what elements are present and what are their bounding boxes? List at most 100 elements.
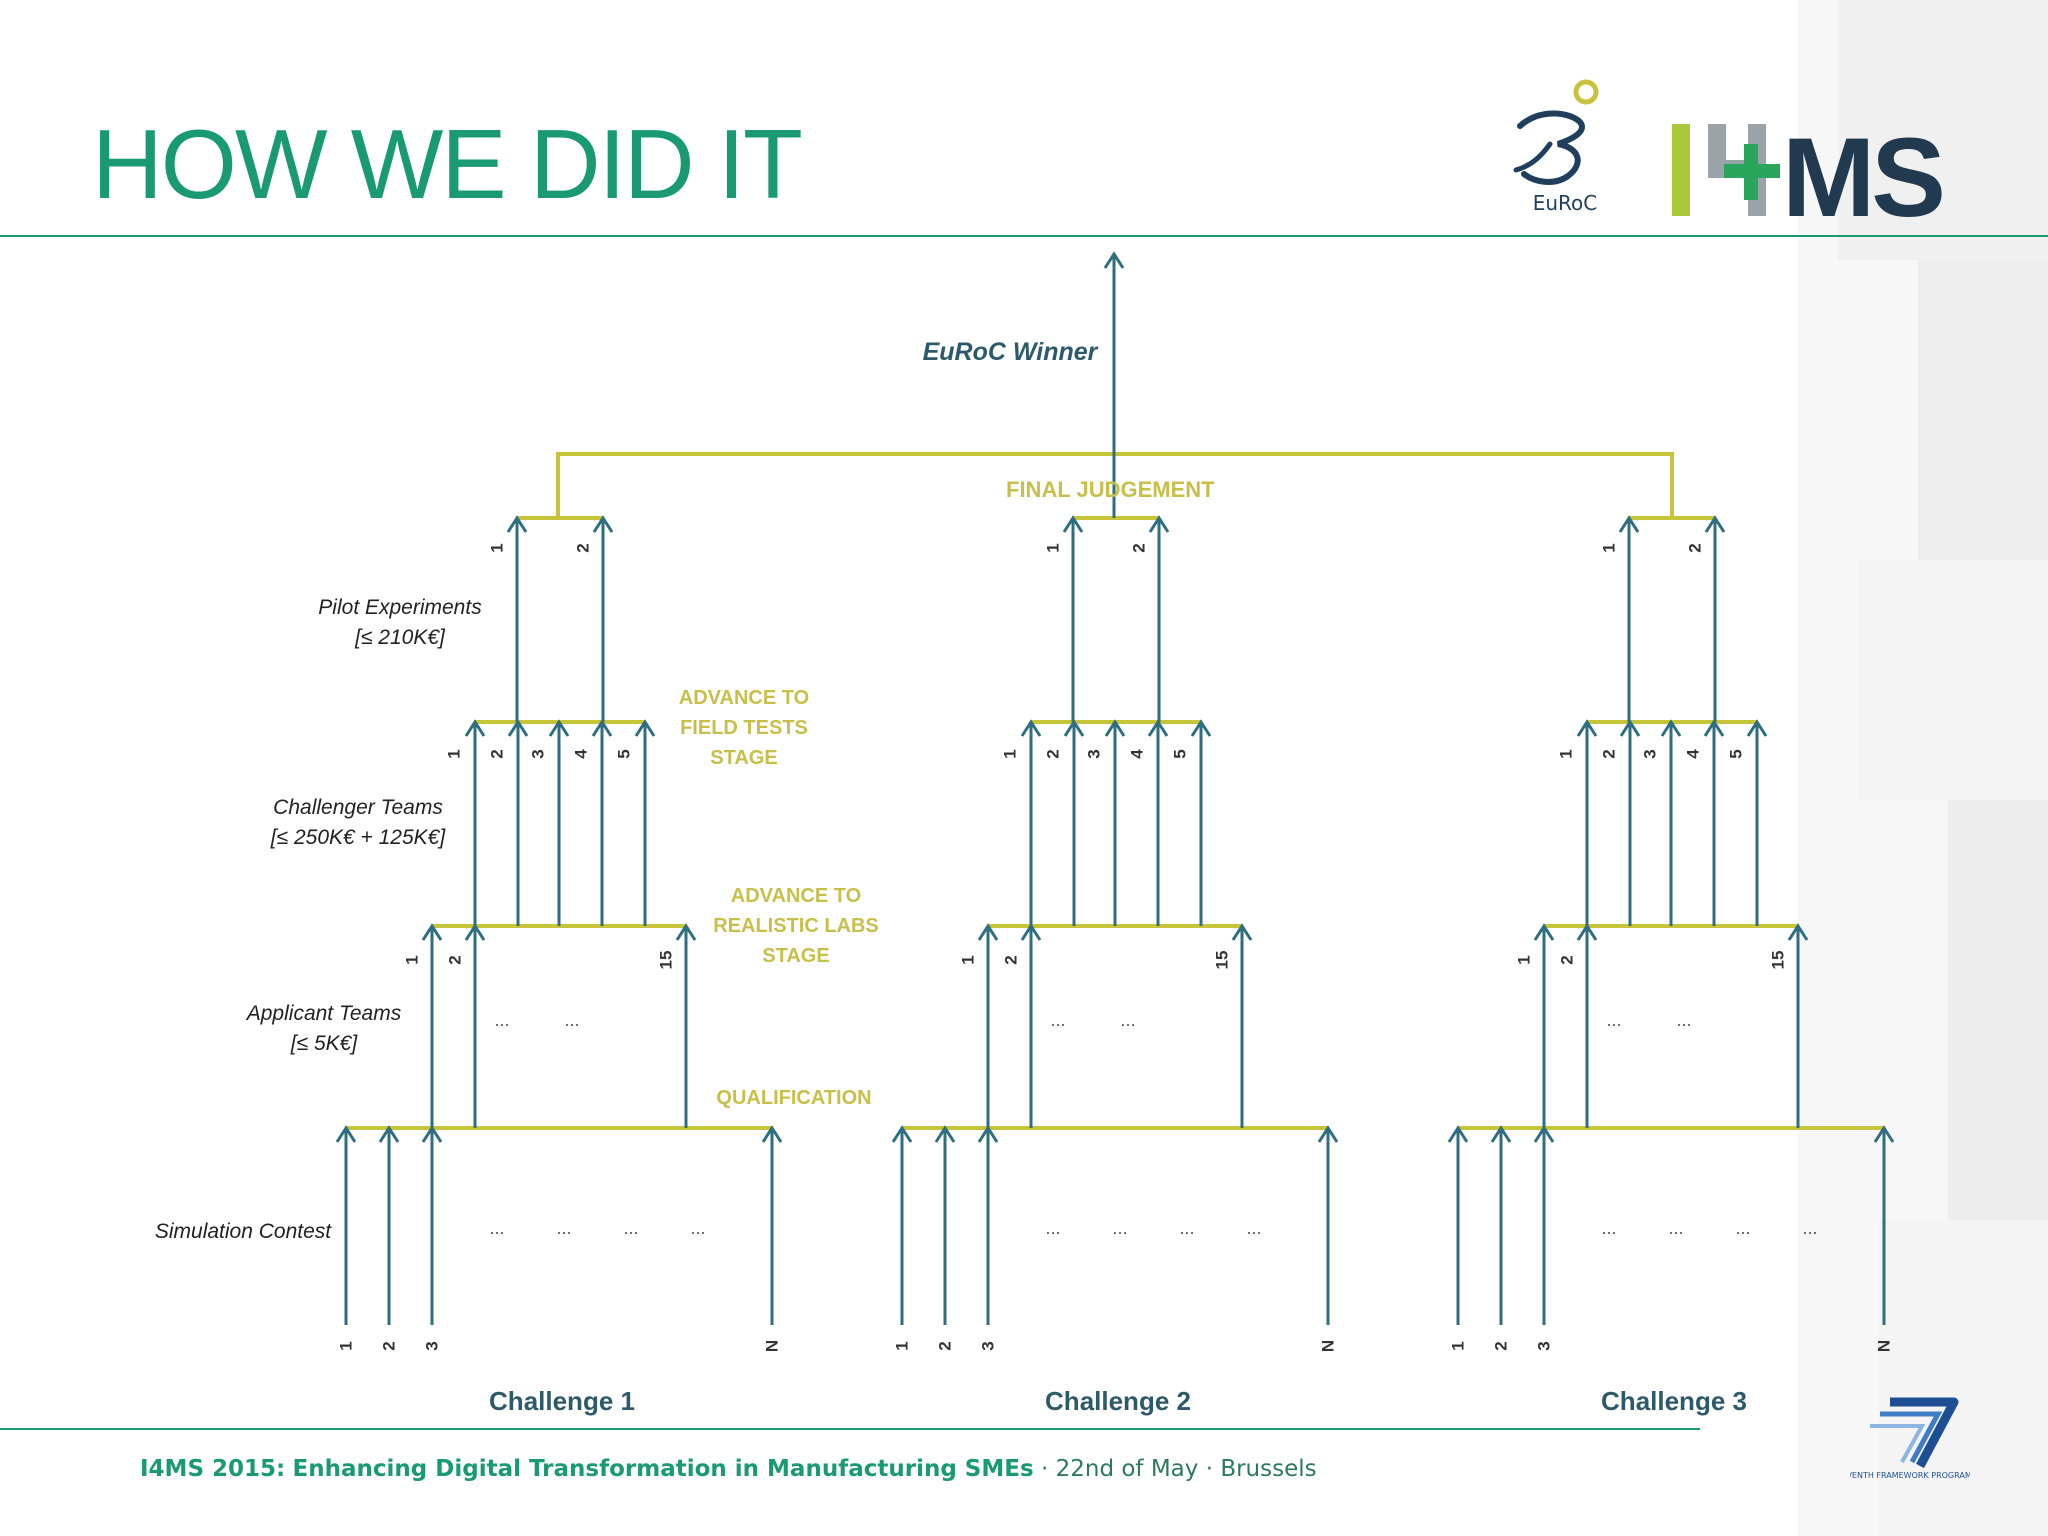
challenge-3-challenger-arrow-2: [1619, 719, 1641, 926]
challenge-1-challenger-arrow-1: [464, 719, 486, 926]
challenge-2-sim-arrow-2: [934, 1125, 956, 1325]
winner-arrow-head: [1103, 251, 1125, 269]
challenge-3-pilot-arrow-2: [1704, 515, 1726, 722]
challenge-2-sim-arrow-1-head: [891, 1125, 913, 1143]
challenge-1-pilot-number-1: 1: [488, 543, 507, 552]
challenge-2-pilot-number-1: 1: [1044, 543, 1063, 552]
challenge-1-sim-number-1: 1: [337, 1341, 356, 1350]
challenge-2-applicant-arrow-15-head: [1231, 923, 1253, 941]
challenge-3-pilot-number-2: 2: [1686, 543, 1705, 552]
winner-arrow: [1103, 251, 1125, 518]
challenge-1-pilot-arrow-2: [592, 515, 614, 722]
challenge-3-sim-ellipsis-1: ...: [1601, 1218, 1616, 1238]
challenge-3-challenger-arrow-3: [1660, 719, 1682, 926]
challenge-1-challenger-number-5: 5: [615, 749, 634, 758]
challenge-2-challenger-arrow-2: [1063, 719, 1085, 926]
challenge-3-challenger-arrow-5: [1746, 719, 1768, 926]
challenge-2-pilot-number-2: 2: [1130, 543, 1149, 552]
i4ms-logo-text: MS: [1782, 118, 1942, 222]
challenge-3-challenger-arrow-3-head: [1660, 719, 1682, 737]
challenge-3-sim-arrow-2: [1490, 1125, 1512, 1325]
challenge-3-challenger-arrow-1: [1576, 719, 1598, 926]
final-judgement-label: FINAL JUDGEMENT: [1006, 477, 1215, 502]
challenge-3-challenger-arrow-4: [1703, 719, 1725, 926]
challenge-3-label: Challenge 3: [1601, 1386, 1747, 1416]
challenge-3-challenger-number-4: 4: [1684, 749, 1703, 759]
advance-labs-label-3: STAGE: [762, 945, 829, 967]
challenge-2-sim-ellipsis-3: ...: [1179, 1218, 1194, 1238]
challenge-3-sim-number-N: N: [1875, 1340, 1894, 1352]
challenge-1-sim-arrow-N: [761, 1125, 783, 1325]
challenge-3-sim-arrow-1-head: [1447, 1125, 1469, 1143]
challenge-3-sim-arrow-1: [1447, 1125, 1469, 1325]
challenge-1-label: Challenge 1: [489, 1386, 635, 1416]
challenge-2-sim-arrow-1: [891, 1125, 913, 1325]
challenge-2-sim-arrow-3: [977, 1125, 999, 1325]
challenge-1-challenger-number-2: 2: [488, 749, 507, 758]
challenge-3-applicant-arrow-15: [1787, 923, 1809, 1128]
challenge-2-sim-ellipsis-1: ...: [1045, 1218, 1060, 1238]
challenge-3-sim-number-2: 2: [1492, 1341, 1511, 1350]
challenge-3-applicant-number-15: 15: [1769, 951, 1788, 970]
challenge-2-challenger-arrow-1: [1020, 719, 1042, 926]
winner-label: EuRoC Winner: [923, 338, 1099, 366]
i4ms-logo: MS: [1672, 118, 1946, 222]
challenge-2-challenger-number-5: 5: [1171, 749, 1190, 758]
challenge-3-challenger-number-5: 5: [1727, 749, 1746, 758]
challenge-2-applicant-number-2: 2: [1002, 955, 1021, 964]
challenge-2-applicant-arrow-1-head: [977, 923, 999, 941]
header-rule: [0, 235, 2048, 237]
challenge-2-pilot-arrow-2: [1148, 515, 1170, 722]
challenge-1-challenger-number-4: 4: [572, 749, 591, 759]
challenge-2-pilot-arrow-2-head: [1148, 515, 1170, 533]
challenge-3-applicant-arrow-1-head: [1533, 923, 1555, 941]
challenge-3-challenger-arrow-1-head: [1576, 719, 1598, 737]
qualification-label: QUALIFICATION: [716, 1087, 871, 1109]
challenge-2-challenger-arrow-3: [1104, 719, 1126, 926]
challenge-2-sim-arrow-N-head: [1317, 1125, 1339, 1143]
challenge-2-challenger-arrow-3-head: [1104, 719, 1126, 737]
pilot-level-budget: [≤ 210K€]: [354, 626, 446, 649]
challenge-1-challenger-number-3: 3: [529, 749, 548, 758]
challenge-2-challenger-number-1: 1: [1001, 749, 1020, 758]
challenge-2-challenger-number-2: 2: [1044, 749, 1063, 758]
page-title: HOW WE DID IT: [92, 109, 803, 219]
challenge-2-applicant-number-15: 15: [1213, 951, 1232, 970]
euroc-logo: EuRoC: [1513, 79, 1599, 215]
challenge-1-pilot-number-2: 2: [574, 543, 593, 552]
challenge-3-applicant-arrow-15-head: [1787, 923, 1809, 941]
challenge-3-sim-arrow-N-head: [1873, 1125, 1895, 1143]
advance-labs-label-1: ADVANCE TO: [731, 885, 861, 907]
challenge-1-challenger-arrow-3: [548, 719, 570, 926]
challenge-1-sim-number-2: 2: [380, 1341, 399, 1350]
challenge-1-challenger-arrow-5-head: [634, 719, 656, 737]
challenge-2-challenger-arrow-5-head: [1190, 719, 1212, 737]
challenge-1-challenger-arrow-4: [591, 719, 613, 926]
challenge-1-applicant-number-1: 1: [403, 955, 422, 964]
challenge-1-pilot-arrow-2-head: [592, 515, 614, 533]
simulation-level-label: Simulation Contest: [155, 1220, 332, 1243]
footer-event: I4MS 2015:: [140, 1456, 286, 1482]
challenge-2-applicant-arrow-1: [977, 923, 999, 1128]
challenge-2-applicant-number-1: 1: [959, 955, 978, 964]
challenge-1-sim-arrow-1: [335, 1125, 357, 1325]
challenge-1-applicant-arrow-1: [421, 923, 443, 1128]
fp7-logo-text: SEVENTH FRAMEWORK PROGRAMME: [1850, 1471, 1970, 1480]
challenge-3-applicant-number-2: 2: [1558, 955, 1577, 964]
challenge-2-applicant-arrow-2: [1020, 923, 1042, 1128]
challenge-3-sim-ellipsis-4: ...: [1802, 1218, 1817, 1238]
challenge-1-sim-arrow-3: [421, 1125, 443, 1325]
challenge-1-sim-ellipsis-4: ...: [690, 1218, 705, 1238]
pilot-level-label: Pilot Experiments: [318, 596, 482, 619]
challenge-1-sim-arrow-1-head: [335, 1125, 357, 1143]
challenge-2-pilot-arrow-1-head: [1062, 515, 1084, 533]
challenge-3-sim-arrow-N: [1873, 1125, 1895, 1325]
challenge-3-challenger-number-3: 3: [1641, 749, 1660, 758]
challenge-1-sim-arrow-2-head: [378, 1125, 400, 1143]
challenge-2-sim-number-2: 2: [936, 1341, 955, 1350]
challenge-3-sim-arrow-3: [1533, 1125, 1555, 1325]
advance-field-label-3: STAGE: [710, 747, 777, 769]
challenge-2-challenger-arrow-1-head: [1020, 719, 1042, 737]
challenge-1-challenger-arrow-2: [507, 719, 529, 926]
